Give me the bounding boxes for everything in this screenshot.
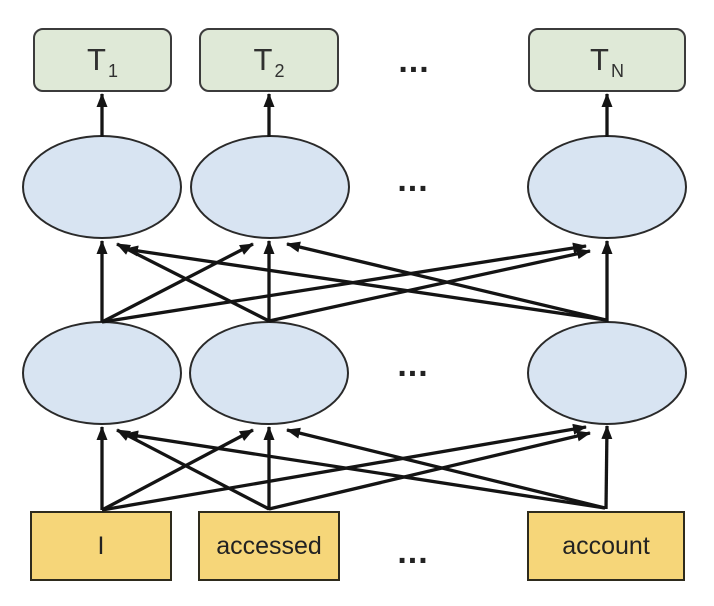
ellipsis-dots-hidden-bottom: ... (397, 346, 429, 384)
hidden-node-bottom-1 (22, 321, 182, 425)
arrow-line (268, 248, 591, 323)
arrow-line (124, 245, 607, 322)
hidden-to-output-arrows (96, 93, 613, 137)
input-label: account (562, 531, 650, 560)
hidden-node-bottom-2 (189, 321, 349, 425)
output-label-subscript: 1 (107, 61, 118, 81)
input-label: accessed (216, 531, 322, 560)
arrow-line (116, 428, 270, 511)
arrow-line (101, 242, 254, 324)
ellipsis-dots-inputs: ... (397, 533, 429, 571)
output-label-subscript: 2 (274, 61, 285, 81)
ellipsis-dots-outputs: ... (398, 42, 430, 80)
arrow-line (116, 242, 270, 323)
input-node-account: account (527, 511, 685, 581)
hidden-to-hidden-arrows (96, 240, 613, 324)
hidden-node-top-n (527, 135, 687, 239)
input-node-i: I (30, 511, 172, 581)
hidden-node-top-2 (190, 135, 350, 239)
output-label-base: T (87, 42, 106, 77)
input-to-hidden-arrows (96, 423, 613, 512)
arrow-line (101, 242, 587, 324)
ellipsis-dots-hidden-top: ... (397, 161, 429, 199)
output-label-base: T (253, 42, 273, 77)
input-node-accessed: accessed (198, 511, 340, 581)
arrow-line (286, 427, 606, 510)
arrow-line (101, 428, 254, 512)
arrow-line (124, 430, 606, 510)
arrow-line (286, 241, 607, 322)
arrow-line (101, 423, 587, 512)
output-label-base: T (590, 42, 609, 77)
arrow-line (601, 425, 613, 510)
output-label-subscript: N (610, 61, 624, 81)
hidden-node-top-1 (22, 135, 182, 239)
hidden-node-bottom-n (527, 321, 687, 425)
arrow-line (268, 430, 591, 511)
input-label: I (97, 531, 105, 560)
